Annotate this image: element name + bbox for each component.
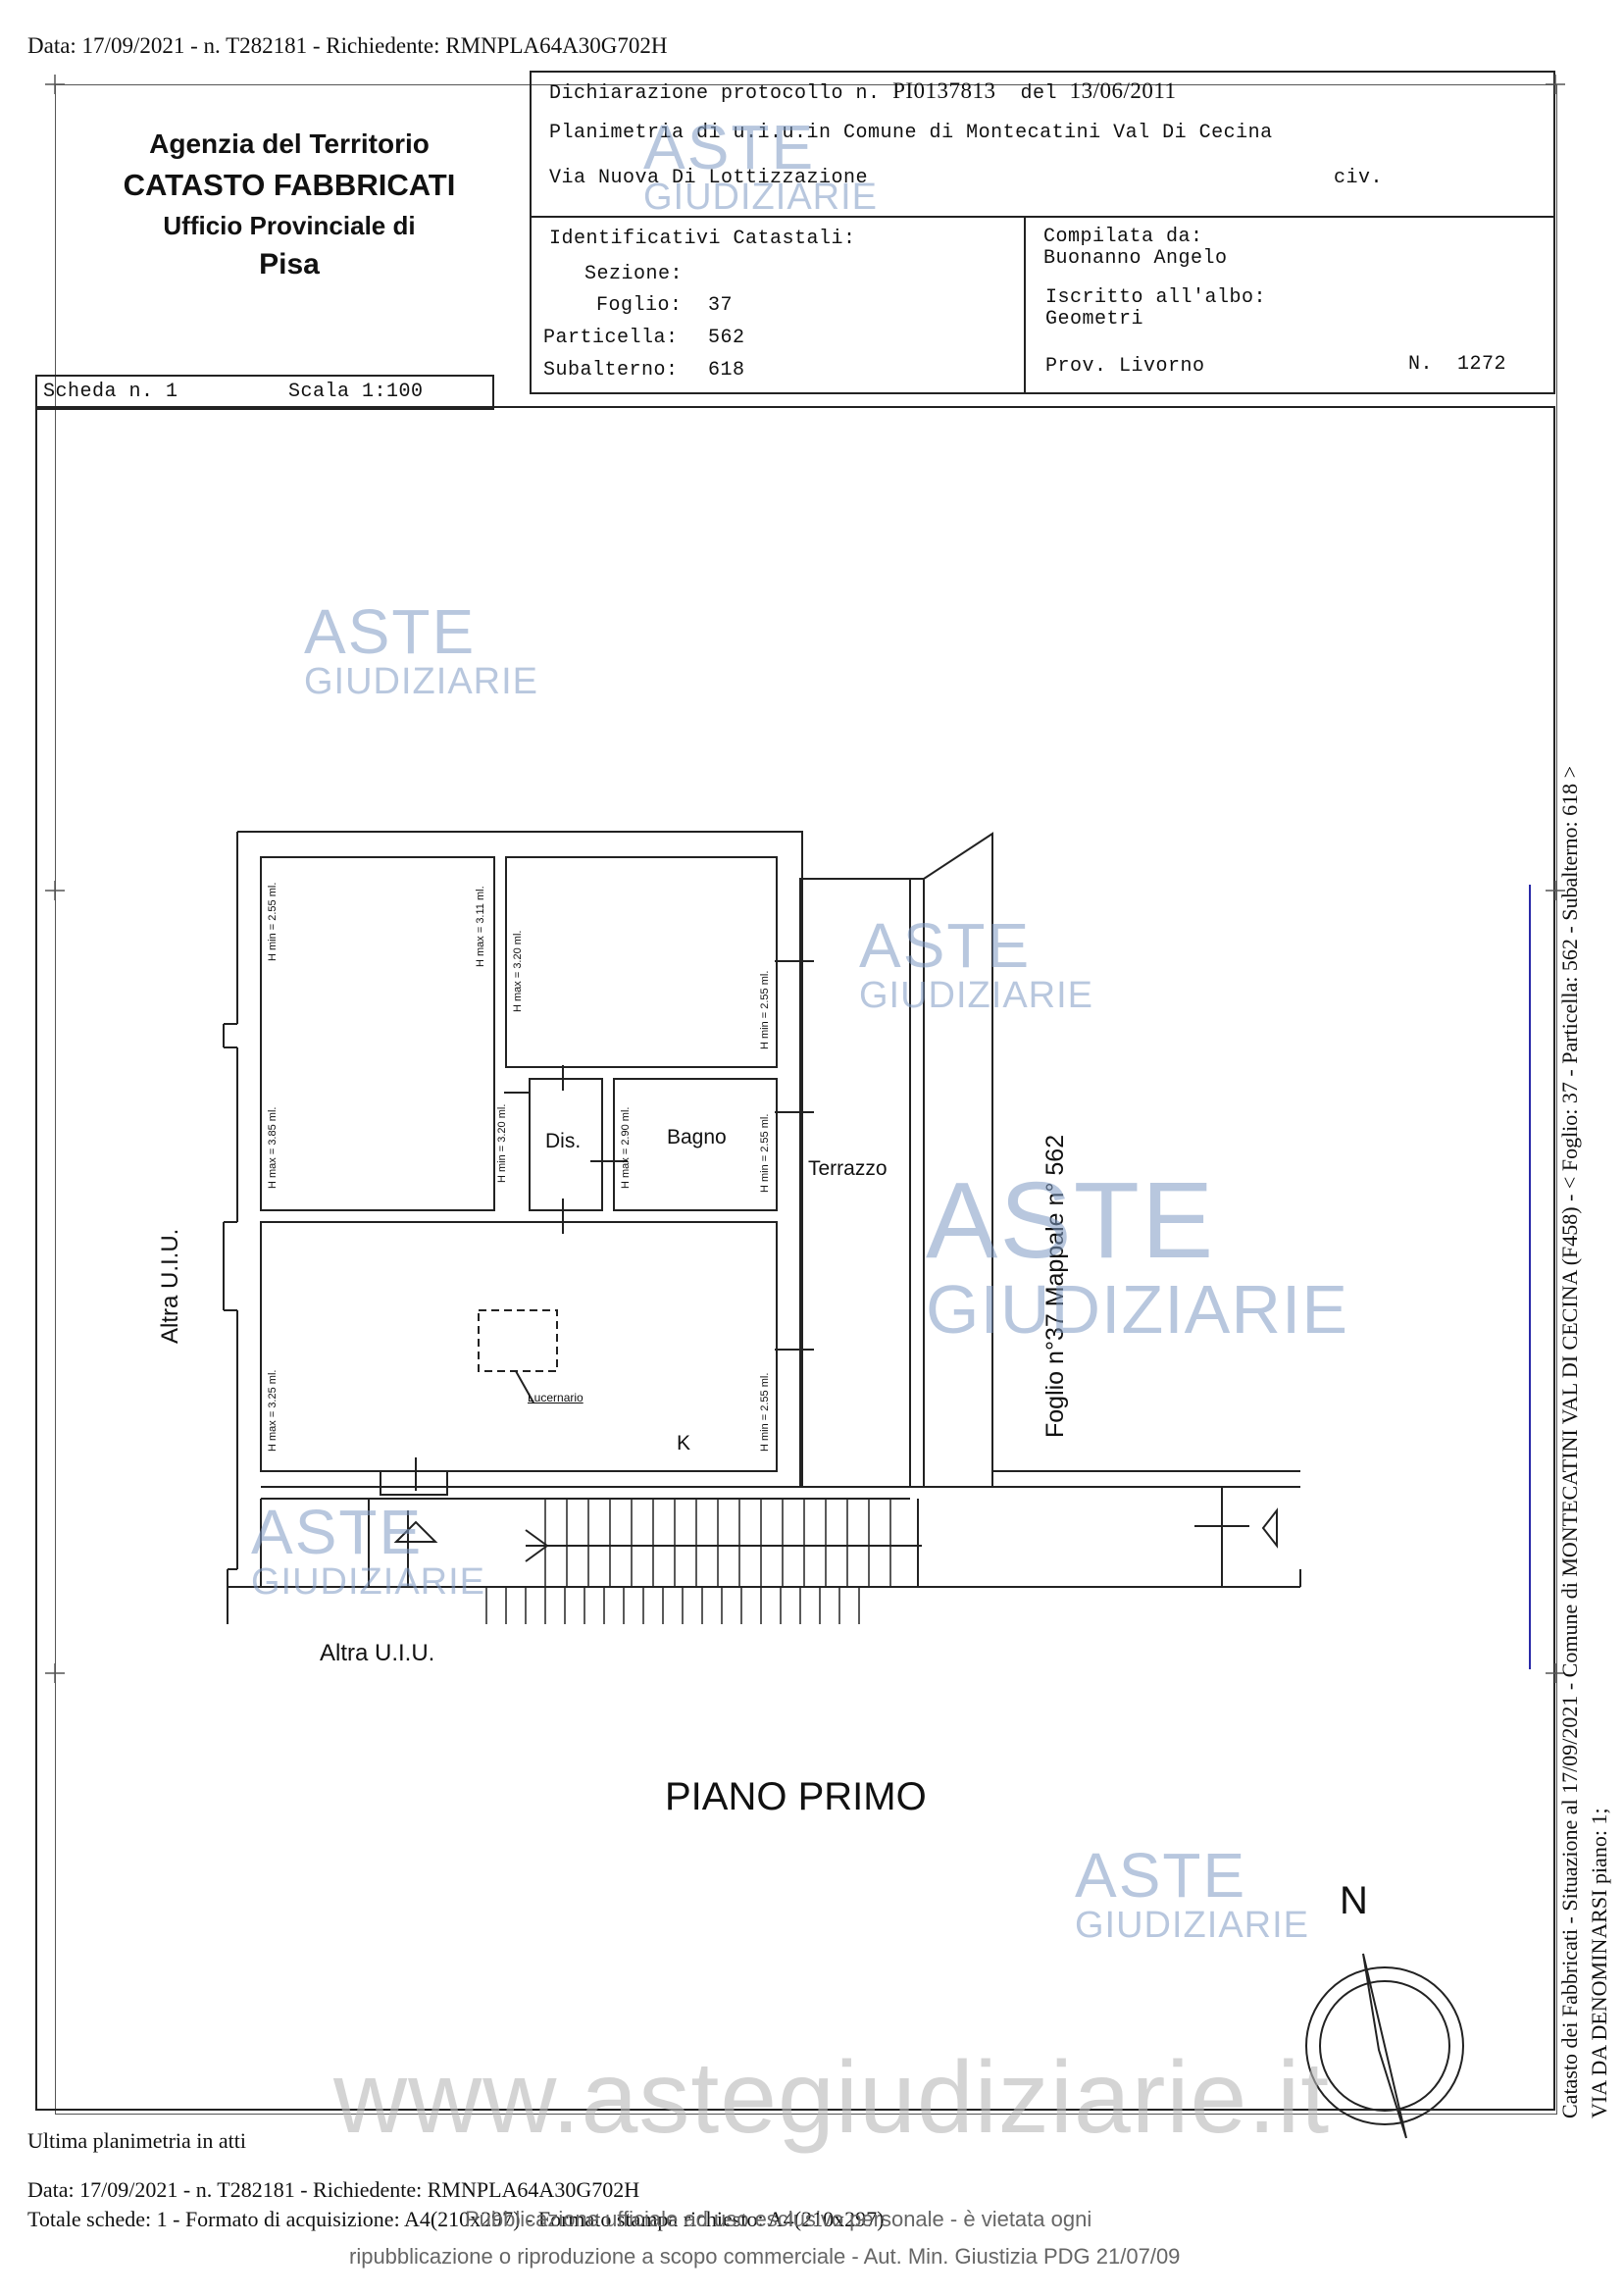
height-label: H max = 3.85 ml. [267, 1106, 279, 1189]
compiler-box [1024, 216, 1555, 394]
agency-block: Agenzia del Territorio CATASTO FABBRICAT… [78, 126, 500, 286]
protocol-number: PI0137813 [892, 78, 996, 103]
room-label-dis: Dis. [545, 1130, 582, 1152]
height-label: H min = 2.55 ml. [759, 1113, 771, 1193]
footer-last: Ultima planimetria in atti [27, 2128, 246, 2153]
civ-label: civ. [1334, 167, 1384, 189]
compiler-label: Compilata da: [1043, 226, 1203, 248]
foglio-value: 37 [708, 294, 734, 317]
altra-uiu-bottom: Altra U.I.U. [320, 1640, 435, 1666]
n-label: N. [1408, 353, 1434, 376]
room-label-bagno: Bagno [667, 1126, 727, 1148]
protocol-row: Dichiarazione protocollo n. PI0137813 de… [549, 78, 1177, 105]
footer-data: Data: 17/09/2021 - n. T282181 - Richiede… [27, 2177, 640, 2202]
ufficio-label: Ufficio Provinciale di [163, 211, 416, 240]
side-text-line2: VIA DA DENOMINARSI piano: 1; [1587, 1808, 1611, 2118]
albo-number: N. 1272 [1408, 353, 1506, 376]
compiler-name: Buonanno Angelo [1043, 247, 1228, 270]
foglio-mappale-label: Foglio n°37 Mappale n° 562 [1041, 1134, 1069, 1438]
main-drawing-frame [35, 406, 1555, 2111]
floor-title: PIANO PRIMO [665, 1775, 927, 1818]
albo-value: Geometri [1045, 308, 1144, 331]
side-text-line1: Catasto dei Fabbricati - Situazione al 1… [1557, 765, 1582, 2118]
agency-name: Agenzia del Territorio [149, 128, 430, 159]
n-value: 1272 [1457, 353, 1507, 376]
height-label: H max = 2.90 ml. [620, 1106, 632, 1189]
footer-pub-line1: Pubblicazione ufficiale ad uso esclusivo… [465, 2207, 1092, 2231]
protocol-date: 13/06/2011 [1069, 78, 1177, 103]
height-label: H max = 3.11 ml. [475, 886, 486, 967]
planimetry-line: Planimetria di u.i.u.in Comune di Montec… [549, 122, 1273, 144]
catasto-title: CATASTO FABBRICATI [123, 168, 456, 202]
particella-label: Particella: [543, 327, 679, 349]
identifiers-title: Identificativi Catastali: [549, 228, 856, 250]
sezione-label: Sezione: [584, 263, 684, 285]
province-name: Pisa [259, 248, 320, 281]
albo-label: Iscritto all'albo: [1045, 286, 1267, 309]
foglio-label: Foglio: [596, 294, 683, 317]
height-label: H min = 2.55 ml. [759, 1372, 771, 1452]
height-label: H max = 3.20 ml. [512, 930, 524, 1012]
date-label: del [1020, 82, 1058, 105]
top-header: Data: 17/09/2021 - n. T282181 - Richiede… [27, 33, 668, 58]
scala-label: Scala 1:100 [288, 381, 424, 403]
room-label-terrazzo: Terrazzo [808, 1157, 888, 1180]
height-label: H min = 3.20 ml. [496, 1103, 508, 1183]
height-label: H max = 3.25 ml. [267, 1369, 279, 1452]
subalterno-value: 618 [708, 359, 745, 382]
compass-icon [1305, 1953, 1464, 2139]
height-label: H min = 2.55 ml. [267, 882, 279, 961]
prov-label: Prov. Livorno [1045, 355, 1205, 378]
north-label: N [1340, 1879, 1368, 1922]
protocol-label: Dichiarazione protocollo n. [549, 82, 881, 105]
scheda-label: Scheda n. 1 [43, 381, 178, 403]
scheda-box [35, 375, 494, 410]
subalterno-label: Subalterno: [543, 359, 679, 382]
altra-uiu-left: Altra U.I.U. [157, 1228, 183, 1344]
street-line: Via Nuova Di Lottizzazione [549, 167, 869, 189]
room-label-k: K [677, 1432, 691, 1454]
height-label: H min = 2.55 ml. [759, 970, 771, 1049]
lucernario-label: Lucernario [528, 1391, 584, 1404]
outer-frame [55, 84, 1557, 2115]
footer-pub-line2: ripubblicazione o riproduzione a scopo c… [349, 2244, 1181, 2269]
particella-value: 562 [708, 327, 745, 349]
footer-totale: Totale schede: 1 - Formato di acquisizio… [27, 2207, 885, 2231]
